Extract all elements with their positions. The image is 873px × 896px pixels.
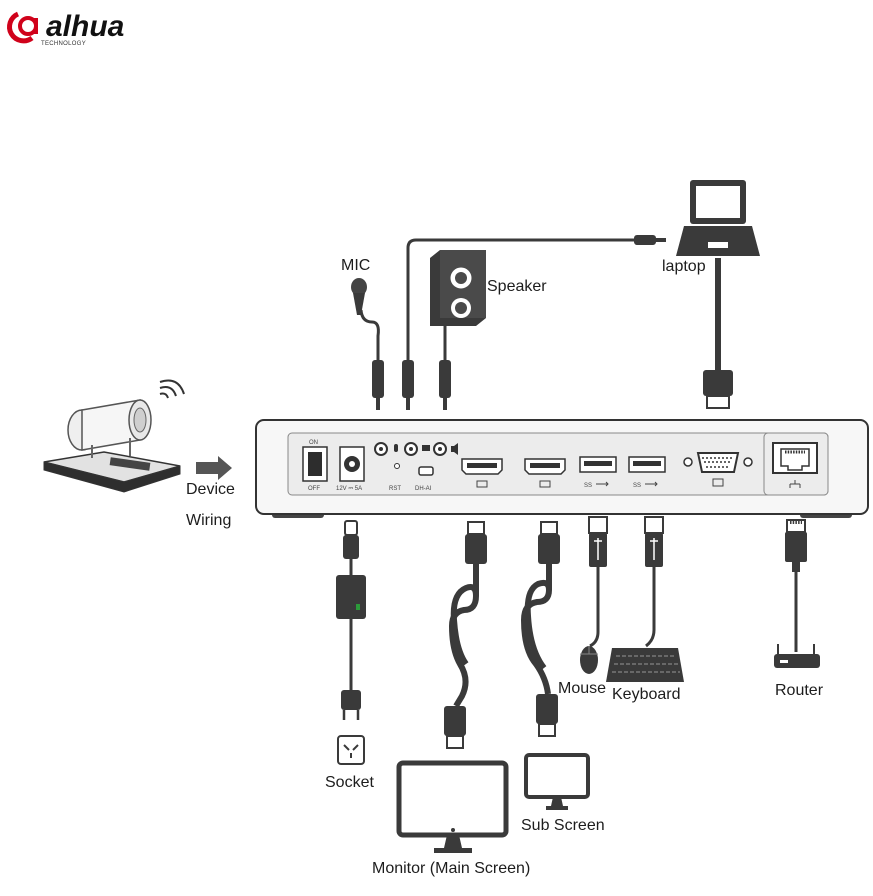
mouse-label: Mouse [558, 680, 606, 697]
sub-screen-label: Sub Screen [521, 817, 605, 834]
hdmi-cable-main [444, 522, 487, 748]
ethernet-cable [785, 520, 807, 652]
usb-port-1-label: SS [584, 483, 592, 489]
keyboard-icon [606, 648, 684, 682]
vga-plug-top [703, 370, 733, 408]
laptop-label: laptop [662, 258, 706, 275]
logo-text: alhua [46, 10, 124, 43]
wifi-icon [160, 381, 184, 399]
microphone-illustration [351, 278, 367, 315]
usb-cable-mouse [589, 517, 607, 646]
socket-label: Socket [325, 774, 374, 791]
mic-icon [394, 444, 398, 452]
rst-label: RST [389, 486, 401, 492]
mouse-icon [580, 646, 598, 674]
speaker-label: Speaker [487, 278, 547, 295]
dahua-logo: alhua TECHNOLOGY [10, 10, 125, 47]
camera-device-illustration [44, 381, 184, 493]
power-socket-icon [338, 736, 364, 764]
keyboard-label: Keyboard [612, 686, 681, 703]
router-label: Router [775, 682, 824, 699]
dc-power-port: 12V ⎓ 5A [336, 447, 364, 492]
usb-port-2-label: SS [633, 483, 641, 489]
power-on-label: ON [309, 440, 318, 446]
mic-label: MIC [341, 257, 370, 274]
dh-ai-label: DH-AI [415, 486, 432, 492]
line-out-icon [422, 445, 430, 451]
main-monitor-icon [399, 763, 506, 853]
hdmi-cable-sub [524, 522, 560, 736]
wiring-label: Wiring [186, 512, 231, 529]
audio-plug-laptop [634, 235, 666, 245]
arrow-right-icon [196, 456, 232, 480]
device-label: Device [186, 481, 235, 498]
main-monitor-label: Monitor (Main Screen) [372, 860, 530, 877]
dahua-logo-mark-icon [10, 14, 36, 41]
power-rating-label: 12V ⎓ 5A [336, 486, 362, 492]
power-cable [336, 521, 366, 720]
device-rear-panel: ON OFF 12V ⎓ 5A RST [256, 420, 868, 518]
laptop-illustration [676, 180, 760, 256]
power-off-label: OFF [308, 486, 320, 492]
usb-cable-keyboard [645, 517, 663, 646]
audio-plugs [372, 360, 451, 410]
logo-subtext: TECHNOLOGY [41, 41, 86, 47]
speaker-illustration [430, 250, 486, 326]
microphone-icon [351, 278, 367, 315]
sub-screen-icon [526, 755, 588, 810]
